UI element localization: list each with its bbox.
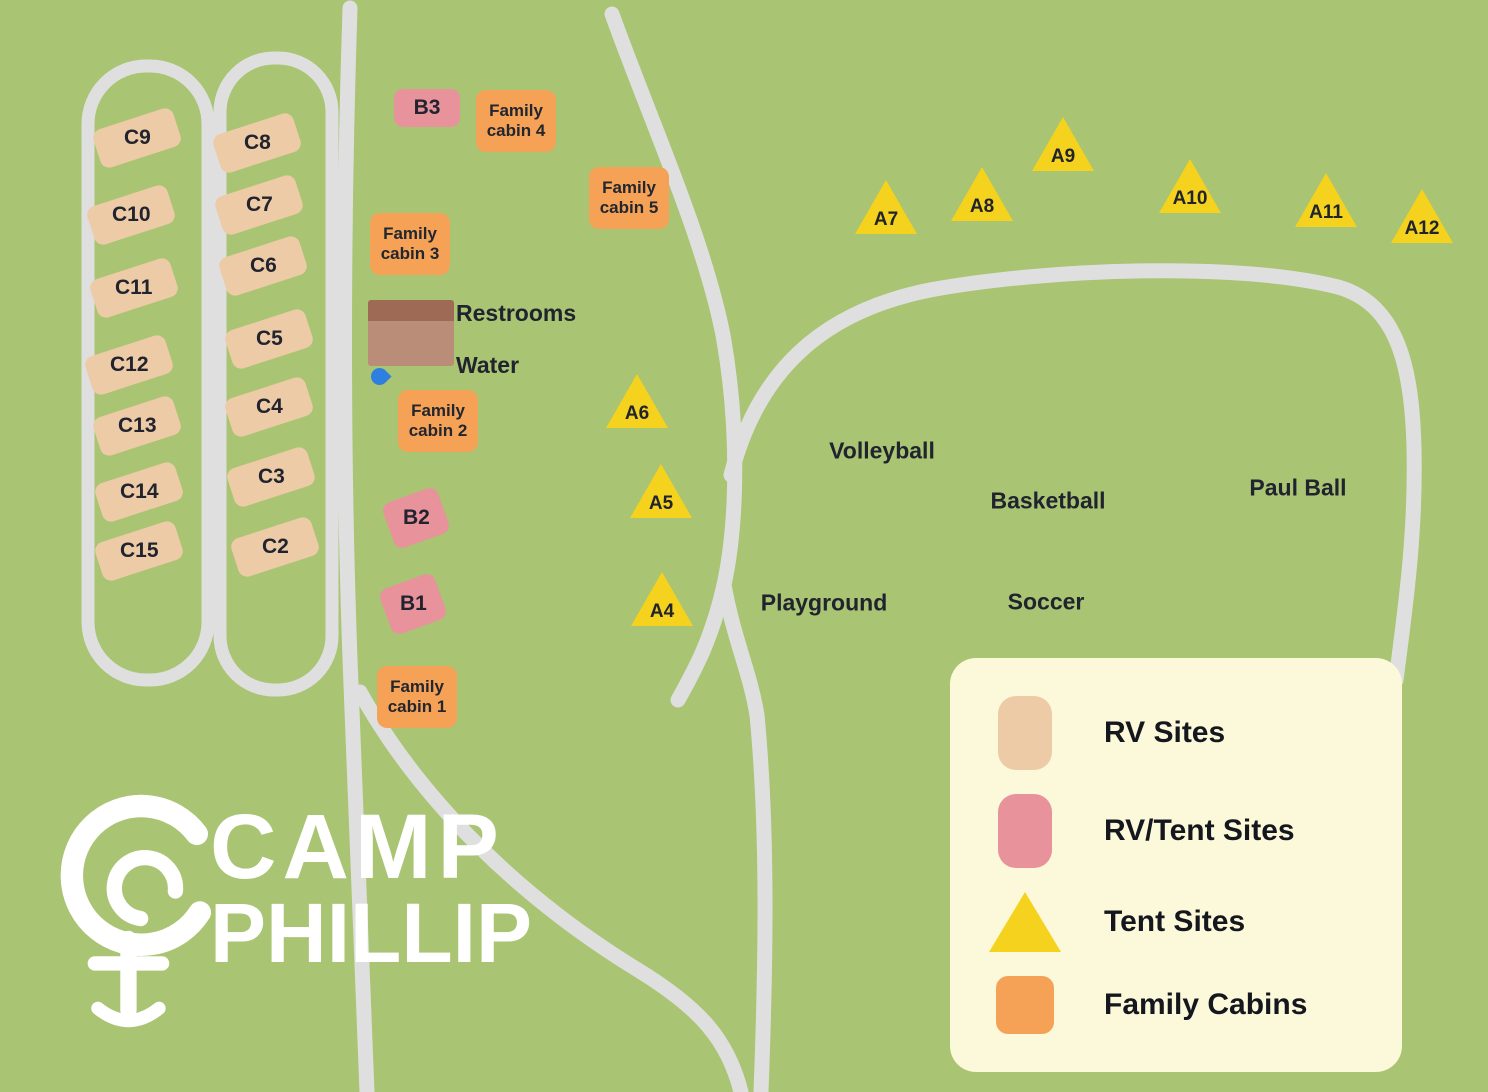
tent-sites-swatch-icon xyxy=(988,892,1062,952)
tent-site-label: A10 xyxy=(1172,188,1208,209)
area-label-playground: Playground xyxy=(760,589,888,616)
camp-phillip-logo-icon xyxy=(60,794,212,1028)
restrooms-building xyxy=(368,300,454,366)
family-cabins-swatch-icon xyxy=(988,976,1062,1034)
camp-phillip-wordmark: CAMP PHILLIP xyxy=(210,796,533,981)
family-cabin-1: Family cabin 1 xyxy=(377,666,457,728)
rv-tent-site-label: B2 xyxy=(402,506,430,530)
rv-site-label: C11 xyxy=(115,276,153,299)
rv-site-label: C2 xyxy=(261,535,289,559)
legend-label: RV Sites xyxy=(1104,716,1226,749)
family-cabin-5: Family cabin 5 xyxy=(589,167,669,229)
legend-item-tent-sites: Tent Sites xyxy=(988,892,1364,952)
family-cabin-label: Family cabin 5 xyxy=(599,177,659,217)
rv-site-label: C7 xyxy=(245,193,273,217)
rv-site-label: C15 xyxy=(119,539,159,562)
legend-label: RV/Tent Sites xyxy=(1104,814,1295,847)
rv-site-label: C8 xyxy=(243,131,271,155)
tent-site-label: A6 xyxy=(624,403,650,424)
rv-site-label: C10 xyxy=(111,203,151,226)
tent-site-label: A11 xyxy=(1309,202,1343,223)
tent-site-label: A4 xyxy=(649,601,675,622)
legend-item-rv-sites: RV Sites xyxy=(988,696,1364,770)
rv-tent-site-label: B3 xyxy=(413,96,441,119)
rv-tent-site-label: B1 xyxy=(399,592,427,616)
rv-sites-swatch-icon xyxy=(988,696,1062,770)
family-cabin-label: Family cabin 4 xyxy=(486,100,546,140)
family-cabin-4: Family cabin 4 xyxy=(476,90,556,152)
legend: RV Sites RV/Tent Sites Tent Sites Family… xyxy=(950,658,1402,1072)
tent-site-label: A7 xyxy=(873,209,899,230)
rv-tent-site-b3: B3 xyxy=(394,89,460,127)
family-cabin-3: Family cabin 3 xyxy=(370,213,450,275)
tent-site-label: A5 xyxy=(648,493,674,514)
tent-site-label: A9 xyxy=(1050,146,1076,167)
wordmark-line-2: PHILLIP xyxy=(210,886,533,981)
family-cabin-label: Family cabin 1 xyxy=(387,676,447,716)
family-cabin-label: Family cabin 2 xyxy=(408,400,468,440)
rv-site-label: C6 xyxy=(249,254,277,278)
tent-site-label: A12 xyxy=(1404,218,1440,239)
legend-label: Family Cabins xyxy=(1104,988,1308,1021)
rv-site-label: C13 xyxy=(117,414,157,437)
area-label-basketball: Basketball xyxy=(990,487,1106,514)
legend-item-rv-tent-sites: RV/Tent Sites xyxy=(988,794,1364,868)
family-cabin-2: Family cabin 2 xyxy=(398,390,478,452)
rv-site-label: C12 xyxy=(109,353,149,376)
water-label: Water xyxy=(456,352,520,378)
tent-site-label: A8 xyxy=(969,196,995,217)
area-label-soccer: Soccer xyxy=(1007,588,1085,615)
rv-site-label: C3 xyxy=(257,465,285,489)
area-label-volleyball: Volleyball xyxy=(829,437,935,464)
wordmark-line-1: CAMP xyxy=(210,796,505,898)
restrooms-label: Restrooms xyxy=(456,300,577,326)
family-cabin-label: Family cabin 3 xyxy=(380,223,440,263)
rv-site-label: C9 xyxy=(123,126,151,150)
rv-site-label: C14 xyxy=(119,480,159,503)
legend-label: Tent Sites xyxy=(1104,905,1246,938)
rv-site-label: C4 xyxy=(255,395,283,419)
rv-tent-sites-swatch-icon xyxy=(988,794,1062,868)
area-label-paul-ball: Paul Ball xyxy=(1249,474,1347,501)
rv-site-label: C5 xyxy=(255,327,283,351)
legend-item-family-cabins: Family Cabins xyxy=(988,976,1364,1034)
